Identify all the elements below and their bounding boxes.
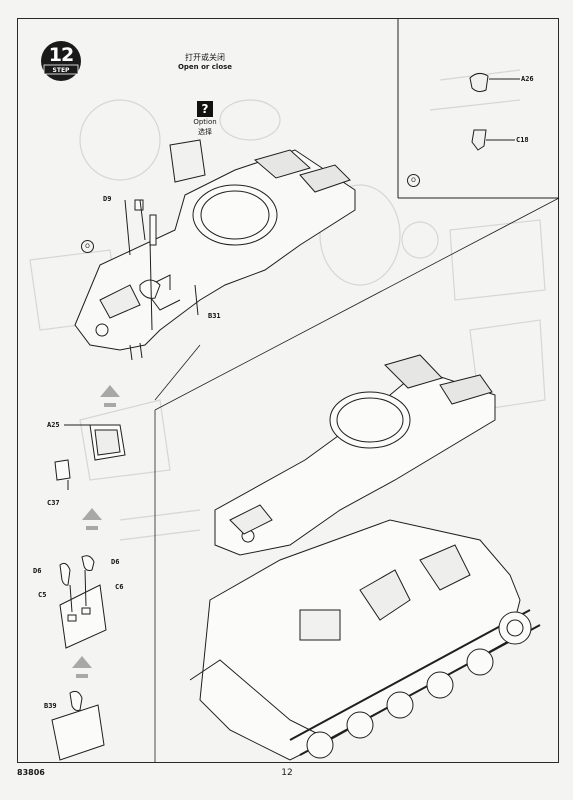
perspective-guide-lines xyxy=(154,197,560,763)
inset-parts xyxy=(469,72,520,151)
instruction-english: Open or close xyxy=(177,63,233,71)
part-label-d6-left: D6 xyxy=(33,567,42,575)
page-number: 12 xyxy=(281,768,293,778)
option-label-english: Option xyxy=(193,118,217,126)
page-frame xyxy=(17,18,559,763)
step-number: 12 xyxy=(48,44,74,66)
step-badge-shape xyxy=(41,41,81,81)
part-label-b31: B31 xyxy=(208,312,221,320)
product-code: 83806 xyxy=(17,768,45,777)
part-label-a25: A25 xyxy=(47,421,60,429)
callout-marker-upper: O xyxy=(81,240,94,253)
part-label-c6: C6 xyxy=(115,583,124,591)
step-badge: 12 STEP xyxy=(40,40,82,82)
instruction-chinese: 打开或关闭 xyxy=(185,53,225,62)
part-label-c37: C37 xyxy=(47,499,60,507)
lower-hull-assembly xyxy=(189,354,541,761)
part-label-d9: D9 xyxy=(103,195,112,203)
upper-parts-group xyxy=(124,199,199,331)
option-question-icon: ? xyxy=(197,101,213,117)
step-flow-arrows xyxy=(72,385,120,678)
hinge-parts xyxy=(51,555,107,761)
step-word: STEP xyxy=(52,67,70,74)
part-label-d6-right: D6 xyxy=(111,558,120,566)
callout-marker-inset: O xyxy=(407,174,420,187)
part-label-c18: C18 xyxy=(516,136,529,144)
side-box-parts xyxy=(54,424,126,490)
upper-hull-subassembly xyxy=(74,139,356,361)
part-label-c5: C5 xyxy=(38,591,47,599)
detail-inset-frame xyxy=(397,18,559,199)
part-label-a26: A26 xyxy=(521,75,534,83)
part-label-b39: B39 xyxy=(44,702,57,710)
option-label-chinese: 选择 xyxy=(198,128,212,136)
